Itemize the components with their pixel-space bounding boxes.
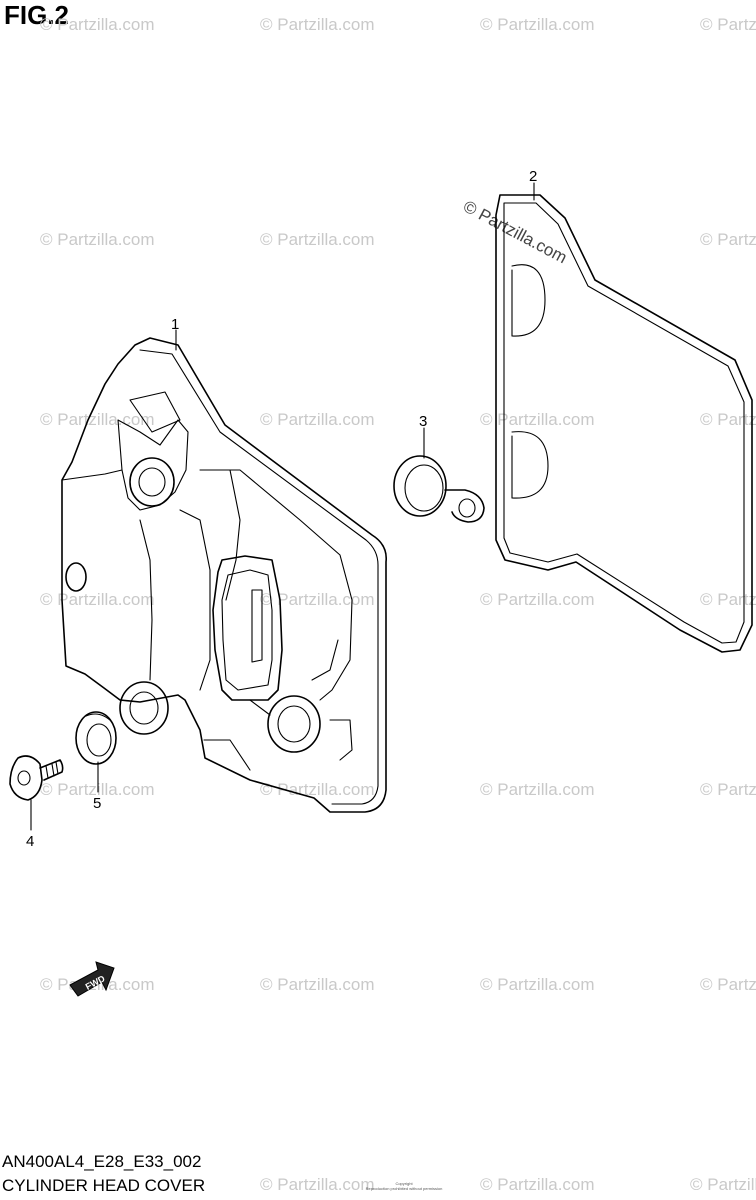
watermark: © Partzilla.com — [40, 410, 155, 429]
watermark: © Partzilla.com — [260, 975, 375, 994]
callout-4: 4 — [26, 833, 34, 850]
watermark: © Partzilla.com — [40, 230, 155, 249]
watermark: © Partzilla.com — [480, 1175, 595, 1194]
callout-1: 1 — [171, 316, 179, 333]
watermark: © Partzilla.com — [480, 590, 595, 609]
watermark: © Partzilla.com — [700, 975, 756, 994]
watermark: © Partzilla.com — [260, 230, 375, 249]
callout-2: 2 — [529, 168, 537, 185]
plug-seal-drawing — [393, 455, 485, 523]
watermark: © Partzilla.com — [480, 780, 595, 799]
figure-name: CYLINDER HEAD COVER — [2, 1176, 206, 1195]
watermark: © Partzilla.com — [40, 590, 155, 609]
copyright-line-1: Copyright — [395, 1181, 413, 1186]
figure-title: FIG.2 — [4, 0, 70, 30]
watermark: © Partzilla.com — [700, 15, 756, 34]
watermark: © Partzilla.com — [700, 410, 756, 429]
copyright-notice: Copyright Reproduction prohibited withou… — [356, 1181, 452, 1191]
watermark: © Partzilla.com — [40, 780, 155, 799]
watermark: © Partzilla.com — [700, 590, 756, 609]
cylinder-head-cover-drawing — [61, 337, 388, 813]
watermark: © Partzilla.com — [40, 15, 155, 34]
leader-lines — [30, 182, 535, 831]
watermark-grid: © Partzilla.com © Partzilla.com © Partzi… — [40, 15, 756, 1194]
watermark: © Partzilla.com — [700, 780, 756, 799]
washer-drawing — [75, 711, 117, 765]
watermark: © Partzilla.com — [260, 410, 375, 429]
watermark: © Partzilla.com — [260, 1175, 375, 1194]
watermark: © Partzilla.com — [480, 15, 595, 34]
callout-5: 5 — [93, 795, 101, 812]
watermark: © Partzilla.com — [260, 780, 375, 799]
bolt-drawing — [9, 755, 64, 801]
cover-gasket-drawing — [495, 194, 753, 653]
callout-numbers: 1 2 3 4 5 — [26, 168, 537, 850]
watermark: © Partzilla.com — [480, 410, 595, 429]
watermark: © Partzilla.com — [690, 1175, 756, 1194]
watermark: © Partzilla.com — [700, 230, 756, 249]
watermark: © Partzilla.com — [480, 975, 595, 994]
watermark: © Partzilla.com — [260, 590, 375, 609]
figure-code: AN400AL4_E28_E33_002 — [2, 1152, 202, 1171]
copyright-line-2: Reproduction prohibited without permissi… — [365, 1186, 443, 1191]
watermark: © Partzilla.com — [260, 15, 375, 34]
callout-3: 3 — [419, 413, 427, 430]
